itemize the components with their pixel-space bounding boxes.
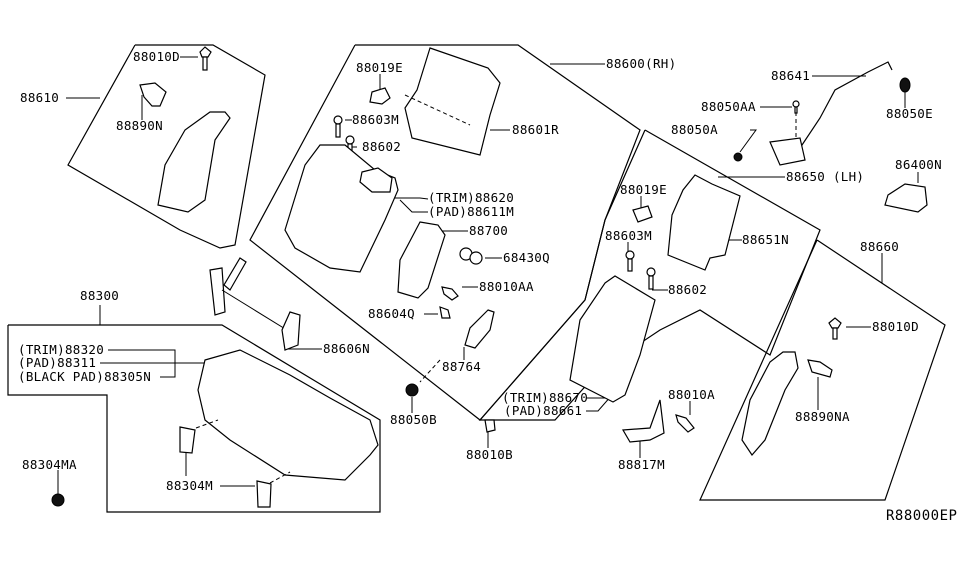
- leader-88611M: [399, 199, 428, 213]
- label-88890NA[interactable]: 88890NA: [795, 409, 850, 424]
- label-88010D-top[interactable]: 88010D: [133, 49, 180, 64]
- seat-cushion-88300: [197, 349, 379, 481]
- headrest-rh: [359, 167, 393, 193]
- armrest-88700: [397, 221, 446, 299]
- dash-88304M-a: [195, 419, 219, 429]
- bolt-88010AA: [441, 286, 459, 301]
- bolt-88010A: [675, 414, 695, 433]
- seatback-88660: [569, 275, 656, 403]
- headrest-86400N: [884, 183, 928, 213]
- label-88304MA[interactable]: 88304MA: [22, 457, 77, 472]
- label-trim-88620[interactable]: (TRIM)88620: [428, 190, 515, 205]
- board-88601R: [404, 47, 501, 156]
- label-88010B[interactable]: 88010B: [466, 447, 513, 462]
- bolt-88603M-lh: [625, 250, 635, 272]
- leader-88050A: [739, 129, 757, 153]
- label-88600-rh[interactable]: 88600(RH): [606, 56, 677, 71]
- bracket-88890NA: [807, 359, 833, 378]
- lock-rod-88606N: [209, 257, 301, 351]
- dash-88601R: [404, 94, 471, 126]
- label-88050A[interactable]: 88050A: [671, 122, 718, 137]
- label-88602-rh[interactable]: 88602: [362, 139, 402, 154]
- label-88817M[interactable]: 88817M: [618, 457, 665, 472]
- label-black-pad-88305N[interactable]: (BLACK PAD)88305N: [18, 369, 152, 384]
- label-88300[interactable]: 88300: [80, 288, 120, 303]
- hinge-88817M: [621, 399, 665, 443]
- diagram-code: R88000EP: [886, 508, 958, 524]
- dash-88304M-b: [269, 471, 291, 484]
- side-bolster-88660: [741, 351, 799, 456]
- label-88050E[interactable]: 88050E: [886, 106, 933, 121]
- bolt-88010D-top: [199, 46, 212, 71]
- label-88304M[interactable]: 88304M: [166, 478, 213, 493]
- label-88602-lh[interactable]: 88602: [668, 282, 708, 297]
- label-88603M-lh[interactable]: 88603M: [605, 228, 652, 243]
- side-bolster-88610: [157, 111, 231, 213]
- clip-88010B: [484, 419, 496, 433]
- bolt-88602-lh: [646, 267, 656, 290]
- group-outline-88300: [7, 324, 381, 513]
- label-88606N[interactable]: 88606N: [323, 341, 370, 356]
- label-88050B[interactable]: 88050B: [390, 412, 437, 427]
- label-88050AA[interactable]: 88050AA: [701, 99, 756, 114]
- label-88010AA[interactable]: 88010AA: [479, 279, 534, 294]
- label-88010A[interactable]: 88010A: [668, 387, 715, 402]
- label-88010D-right[interactable]: 88010D: [872, 319, 919, 334]
- cable-88641: [799, 61, 893, 149]
- latch-88641: [769, 137, 806, 166]
- clip-88019E-rh: [369, 87, 391, 105]
- label-88641[interactable]: 88641: [771, 68, 811, 83]
- bracket-88890N: [139, 82, 167, 107]
- label-pad-88611M[interactable]: (PAD)88611M: [428, 204, 515, 219]
- hook-88304M-b: [256, 480, 272, 508]
- label-pad-88311[interactable]: (PAD)88311: [18, 355, 97, 370]
- label-pad-88661[interactable]: (PAD)88661: [504, 403, 583, 418]
- bolt-88050AA: [792, 100, 800, 114]
- bolt-88010D-right: [828, 317, 842, 340]
- label-88603M-rh[interactable]: 88603M: [352, 112, 399, 127]
- label-88700[interactable]: 88700: [469, 223, 509, 238]
- leader-88620: [395, 197, 429, 200]
- label-88019E-rh[interactable]: 88019E: [356, 60, 403, 75]
- label-68430Q[interactable]: 68430Q: [503, 250, 550, 265]
- label-88651N[interactable]: 88651N: [742, 232, 789, 247]
- label-88601R[interactable]: 88601R: [512, 122, 559, 137]
- hook-88304M-a: [179, 426, 196, 454]
- board-88651N: [667, 174, 741, 271]
- label-88650-lh[interactable]: 88650 (LH): [786, 169, 865, 184]
- label-88764[interactable]: 88764: [442, 359, 482, 374]
- group-outline-88610: [67, 44, 266, 249]
- label-trim-88320[interactable]: (TRIM)88320: [18, 342, 105, 357]
- leader-88661: [586, 394, 613, 412]
- bolt-88603M-rh: [333, 115, 343, 138]
- clip-88604Q: [439, 306, 451, 319]
- cover-88764: [464, 309, 495, 349]
- label-trim-88670[interactable]: (TRIM)88670: [502, 390, 589, 405]
- grommet-88050E: [899, 77, 911, 93]
- label-88610[interactable]: 88610: [20, 90, 60, 105]
- grommet-88050B: [405, 383, 419, 397]
- group-outline-88660: [699, 239, 946, 501]
- dash-88764-88050B: [419, 359, 441, 383]
- label-88604Q[interactable]: 88604Q: [368, 306, 415, 321]
- clip-88019E-lh: [632, 205, 653, 223]
- label-88890N[interactable]: 88890N: [116, 118, 163, 133]
- seatback-88620: [284, 144, 399, 273]
- label-88019E-lh[interactable]: 88019E: [620, 182, 667, 197]
- label-86400N[interactable]: 86400N: [895, 157, 942, 172]
- clip-88304MA: [51, 493, 65, 507]
- nut-88050A: [733, 152, 743, 162]
- cupholder-68430Q: [459, 247, 483, 265]
- label-88660[interactable]: 88660: [860, 239, 900, 254]
